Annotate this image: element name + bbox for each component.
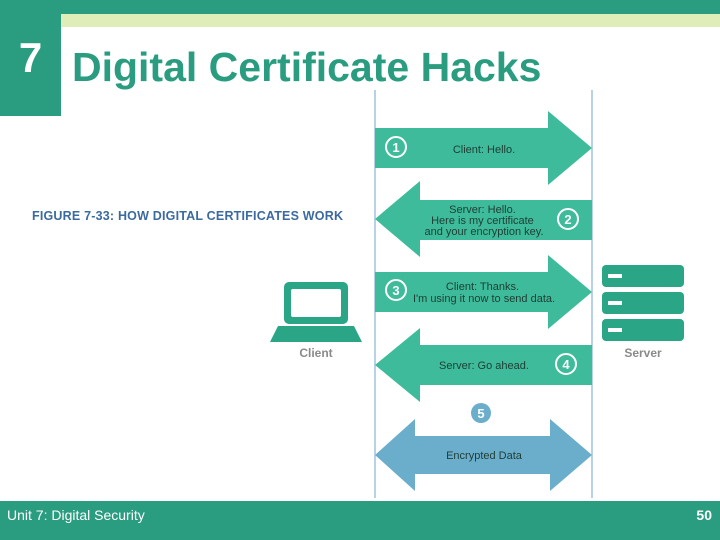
step-1-text: Client: Hello. bbox=[453, 144, 515, 156]
step-5-double-arrow bbox=[375, 419, 592, 491]
step-2-badge bbox=[557, 208, 579, 230]
step-2-arrow bbox=[375, 181, 592, 257]
step-3-text: Client: Thanks. I'm using it now to send… bbox=[413, 281, 555, 305]
figure-caption: FIGURE 7-33: HOW DIGITAL CERTIFICATES WO… bbox=[32, 209, 344, 223]
step-5-badge bbox=[471, 403, 491, 423]
step-3-number: 3 bbox=[392, 283, 399, 298]
step-2-text: Server: Hello. Here is my certificate an… bbox=[424, 204, 543, 238]
server-label: Server bbox=[624, 346, 662, 360]
top-accent-stripe bbox=[61, 14, 720, 27]
laptop-icon bbox=[270, 282, 362, 342]
page-number: 50 bbox=[696, 507, 712, 523]
step-4-arrow bbox=[375, 328, 592, 402]
step-1-number: 1 bbox=[392, 140, 399, 155]
step-5-number: 5 bbox=[477, 406, 484, 421]
step-3-arrow bbox=[375, 255, 592, 329]
step-5-text: Encrypted Data bbox=[446, 450, 523, 462]
step-3-badge bbox=[385, 279, 407, 301]
step-4-number: 4 bbox=[562, 357, 570, 372]
slide-title: Digital Certificate Hacks bbox=[72, 44, 542, 90]
top-accent-bar bbox=[0, 0, 720, 14]
step-4-text: Server: Go ahead. bbox=[439, 360, 529, 372]
footer-bar bbox=[0, 501, 720, 540]
step-1-arrow bbox=[375, 111, 592, 185]
server-icon bbox=[602, 265, 684, 341]
step-4-badge bbox=[555, 353, 577, 375]
chapter-number: 7 bbox=[18, 34, 43, 81]
footer-unit-label: Unit 7: Digital Security bbox=[7, 507, 145, 523]
step-1-badge bbox=[385, 136, 407, 158]
chapter-badge bbox=[0, 14, 61, 116]
client-label: Client bbox=[299, 346, 332, 360]
step-2-number: 2 bbox=[564, 212, 571, 227]
